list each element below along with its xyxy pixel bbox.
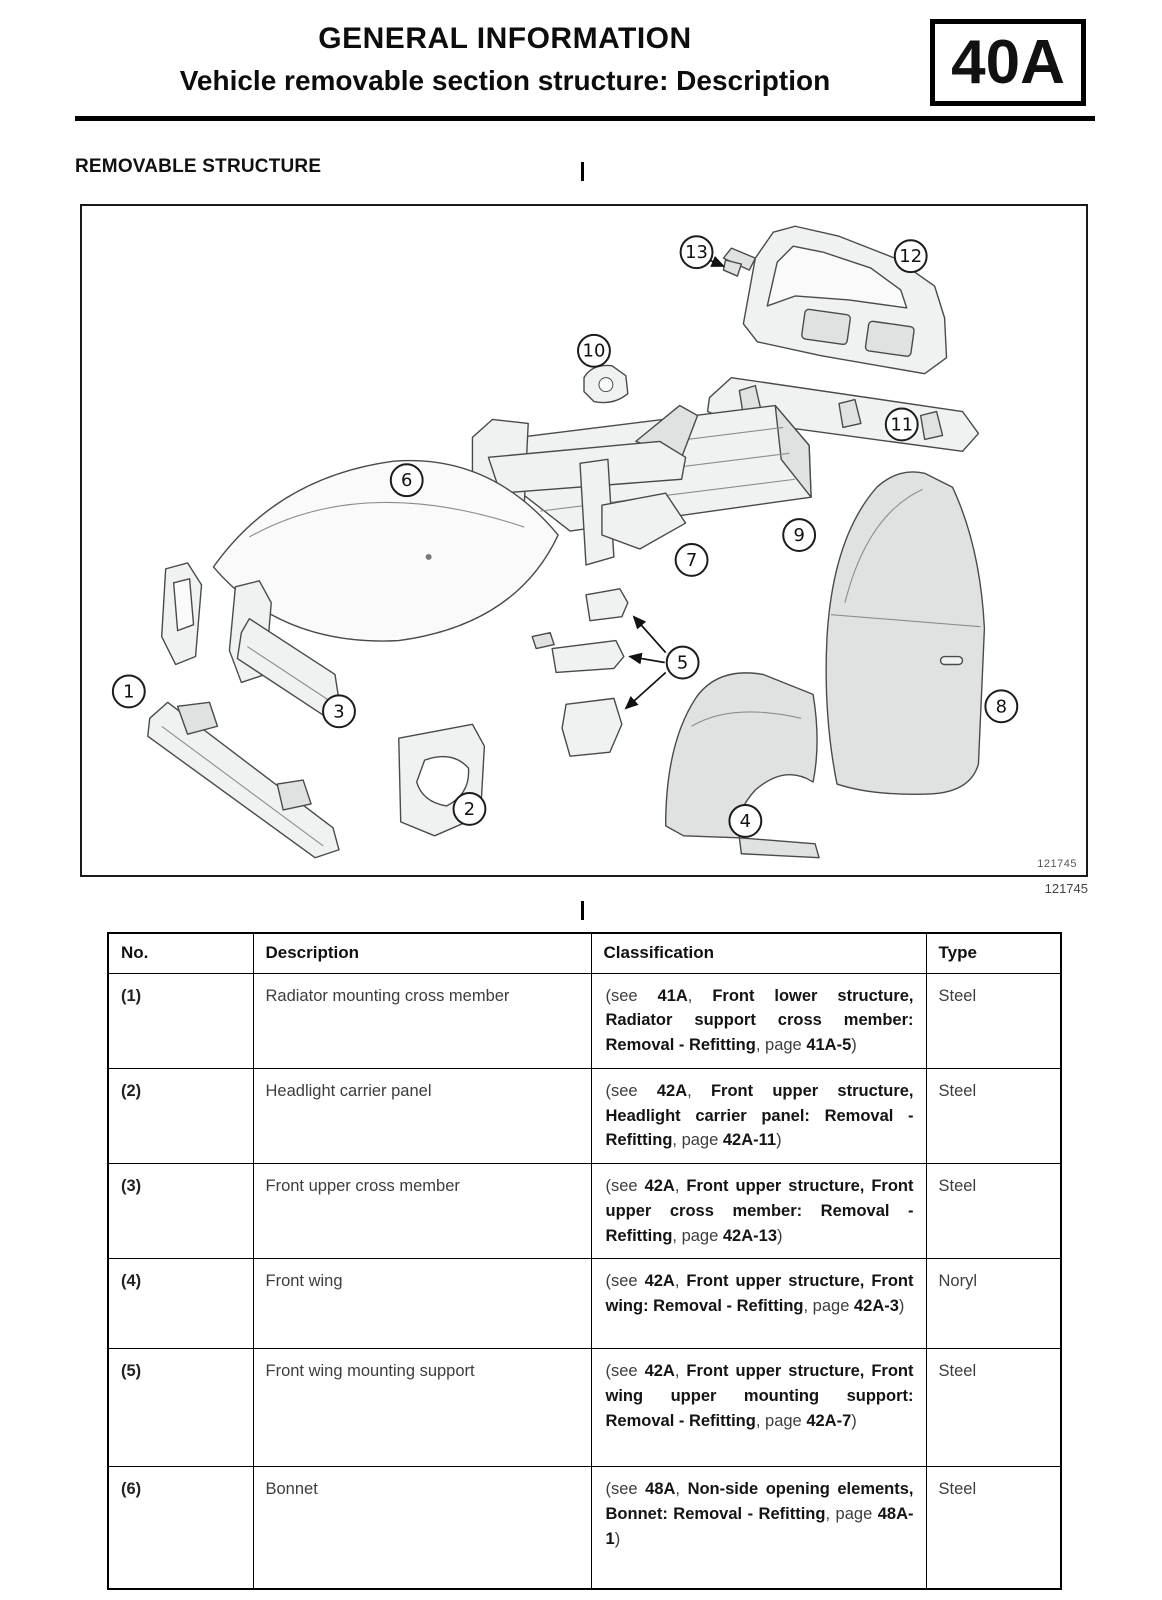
bonnet-part: [212, 459, 559, 642]
wing-support-parts: [551, 588, 629, 757]
cell-type: Steel: [925, 1162, 1062, 1260]
small-bracket-part: [583, 364, 629, 404]
callout-9: 9: [782, 518, 817, 552]
svg-text:12: 12: [899, 246, 922, 267]
section-code: 40A: [951, 27, 1065, 97]
callout-13: 13: [679, 235, 714, 270]
cell-description: Front wing mounting support: [252, 1348, 592, 1468]
front-upper-cross-member-part: [228, 580, 340, 717]
text-cursor-mark-bottom: [581, 901, 584, 920]
svg-text:13: 13: [685, 242, 708, 263]
cell-number: (6): [107, 1466, 254, 1590]
cell-description: Front upper cross member: [252, 1162, 592, 1260]
table-body: (1)Radiator mounting cross member(see 41…: [107, 972, 1062, 1590]
cell-type: Steel: [925, 1067, 1062, 1165]
cell-type: Steel: [925, 972, 1062, 1069]
cell-classification: (see 41A, Front lower structure, Radiato…: [590, 972, 927, 1069]
table-row: (3)Front upper cross member(see 42A, Fro…: [107, 1162, 1062, 1260]
column-header: Type: [925, 932, 1062, 974]
cell-number: (2): [107, 1067, 254, 1165]
side-bracket-part: [160, 562, 203, 666]
table-row: (1)Radiator mounting cross member(see 41…: [107, 972, 1062, 1069]
callout-4: 4: [728, 803, 763, 838]
svg-text:1: 1: [123, 681, 134, 702]
cell-classification: (see 42A, Front upper structure, Front u…: [590, 1162, 927, 1260]
dashboard-cross-member-part: [471, 404, 699, 650]
table-row: (5)Front wing mounting support(see 42A, …: [107, 1348, 1062, 1468]
svg-text:11: 11: [890, 414, 913, 435]
cell-number: (4): [107, 1258, 254, 1350]
callout-6: 6: [389, 463, 424, 498]
cell-type: Noryl: [925, 1258, 1062, 1350]
page-subtitle: Vehicle removable section structure: Des…: [179, 65, 831, 96]
table-row: (6)Bonnet(see 48A, Non-side opening elem…: [107, 1466, 1062, 1590]
cell-description: Bonnet: [252, 1466, 592, 1590]
svg-text:3: 3: [333, 701, 344, 722]
callout-11: 11: [884, 407, 919, 442]
svg-text:9: 9: [793, 525, 804, 546]
front-wing-part: [664, 672, 820, 859]
callout-3: 3: [322, 694, 356, 729]
svg-text:8: 8: [996, 696, 1007, 717]
radiator-cross-member-part: [147, 701, 340, 859]
page-title: GENERAL INFORMATION: [318, 22, 692, 55]
figure-number-inner: 121745: [1037, 858, 1077, 870]
svg-text:6: 6: [401, 470, 412, 491]
cell-description: Front wing: [252, 1258, 592, 1350]
header-rule: [75, 116, 1095, 121]
svg-text:5: 5: [677, 652, 688, 673]
callout-7: 7: [674, 542, 709, 577]
svg-text:7: 7: [686, 550, 697, 571]
svg-text:4: 4: [740, 811, 751, 832]
tailgate-part: [722, 225, 948, 375]
callout-12: 12: [893, 239, 928, 274]
table-row: (4)Front wing(see 42A, Front upper struc…: [107, 1258, 1062, 1350]
cell-classification: (see 48A, Non-side opening elements, Bon…: [590, 1466, 927, 1590]
cell-type: Steel: [925, 1466, 1062, 1590]
cell-type: Steel: [925, 1348, 1062, 1468]
figure-number: 121745: [1044, 881, 1088, 896]
front-door-part: [825, 471, 986, 795]
callout-1: 1: [111, 674, 146, 709]
column-header: Classification: [590, 932, 927, 974]
callout-10: 10: [577, 333, 611, 368]
callout-8: 8: [984, 689, 1019, 724]
cell-number: (1): [107, 972, 254, 1069]
svg-text:10: 10: [583, 341, 606, 362]
svg-text:2: 2: [464, 799, 475, 820]
cell-classification: (see 42A, Front upper structure, Headlig…: [590, 1067, 927, 1165]
cell-number: (5): [107, 1348, 254, 1468]
column-header: Description: [252, 932, 592, 974]
callout-2: 2: [452, 791, 487, 826]
leader-arrows: [624, 255, 726, 710]
section-code-box: 40A: [930, 19, 1086, 106]
page-header: GENERAL INFORMATION Vehicle removable se…: [75, 22, 935, 97]
cell-classification: (see 42A, Front upper structure, Front w…: [590, 1348, 927, 1468]
cell-classification: (see 42A, Front upper structure, Front w…: [590, 1258, 927, 1350]
cell-description: Radiator mounting cross member: [252, 972, 592, 1069]
cell-description: Headlight carrier panel: [252, 1067, 592, 1165]
section-heading: REMOVABLE STRUCTURE: [75, 156, 322, 177]
callout-5: 5: [665, 645, 700, 680]
text-cursor-mark-top: [581, 162, 584, 181]
table-row: (2)Headlight carrier panel(see 42A, Fron…: [107, 1067, 1062, 1165]
cell-number: (3): [107, 1162, 254, 1260]
column-header: No.: [107, 932, 254, 974]
